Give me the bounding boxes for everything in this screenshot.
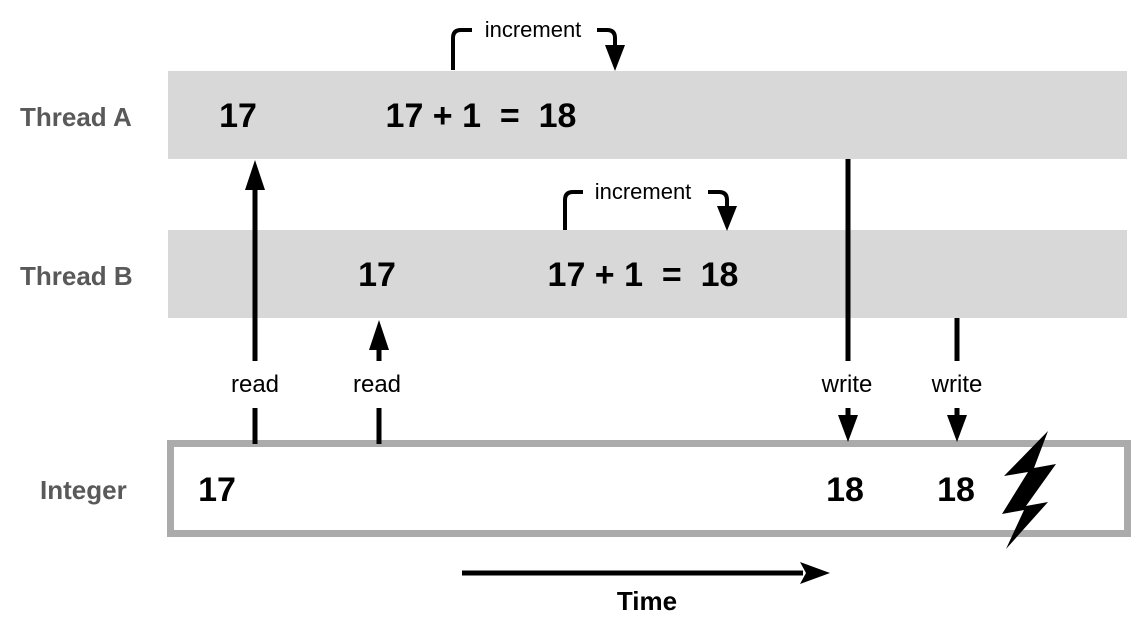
thread-b-increment-label: increment <box>594 179 692 204</box>
time-axis-arrow <box>462 562 830 584</box>
write-a-label: write <box>821 371 873 398</box>
thread-a-expression: 17 + 1 = 18 <box>385 97 577 135</box>
thread-b-expression: 17 + 1 = 18 <box>547 256 739 294</box>
time-axis-label: Time <box>616 586 678 616</box>
integer-box <box>167 440 1131 537</box>
read-a-label: read <box>230 371 280 398</box>
write-b-label: write <box>931 371 983 398</box>
read-b-label: read <box>352 371 402 398</box>
integer-label: Integer <box>40 475 127 505</box>
thread-b-read-value: 17 <box>358 256 396 294</box>
thread-a-bar <box>168 71 1127 159</box>
thread-a-label: Thread A <box>20 102 132 132</box>
thread-a-read-value: 17 <box>219 97 257 135</box>
thread-b-bar <box>168 230 1127 318</box>
integer-written-value-b: 18 <box>937 471 975 509</box>
integer-initial-value: 17 <box>198 471 236 509</box>
thread-a-increment-label: increment <box>484 17 582 42</box>
thread-b-label: Thread B <box>20 261 133 291</box>
integer-written-value-a: 18 <box>826 471 864 509</box>
